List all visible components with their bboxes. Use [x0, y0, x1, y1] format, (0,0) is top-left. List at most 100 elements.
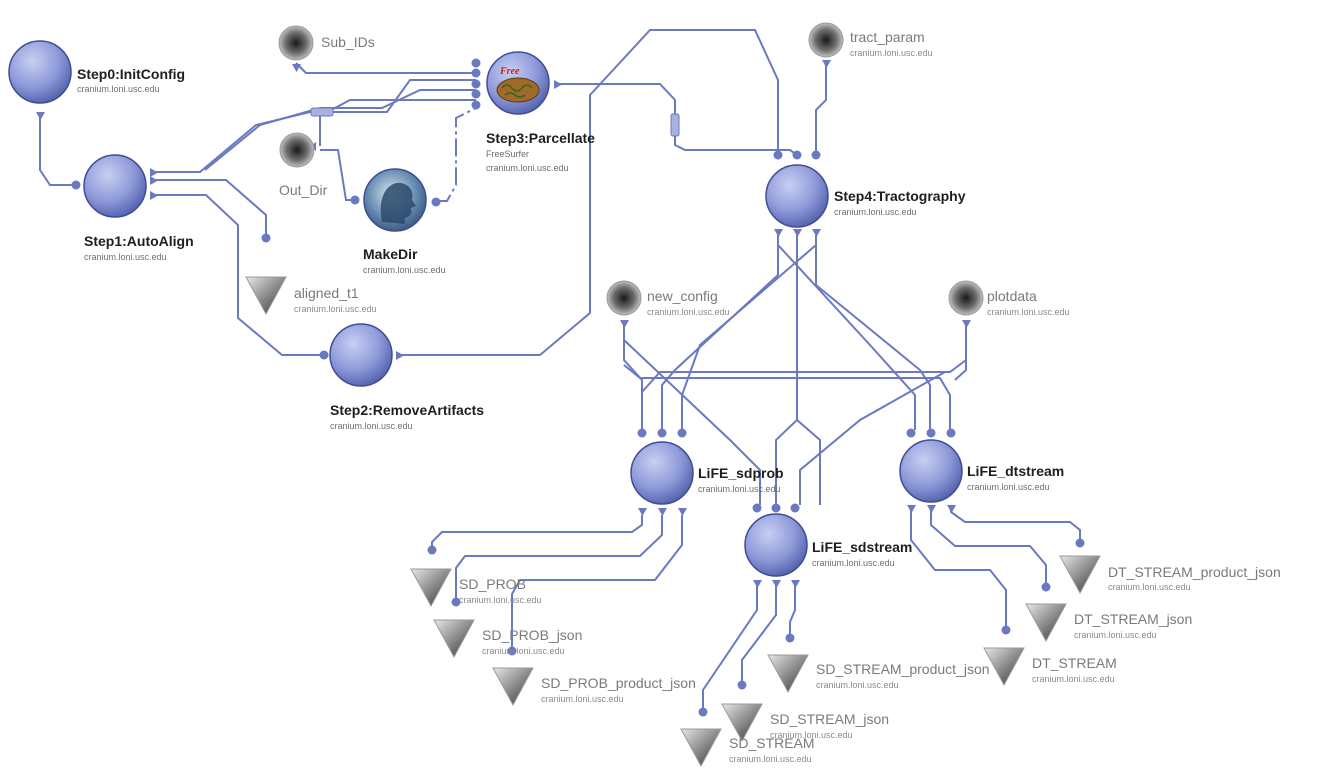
input-parameter-icon[interactable]: [279, 132, 315, 168]
workflow-module-icon[interactable]: [630, 441, 694, 505]
workflow-module-icon[interactable]: [765, 164, 829, 228]
input-port[interactable]: [507, 646, 517, 656]
output-port[interactable]: [620, 320, 629, 328]
wire-step4-cross-b[interactable]: [681, 244, 817, 430]
wire-sdprob-out2[interactable]: [455, 515, 663, 600]
output-port[interactable]: [812, 229, 821, 237]
output-port[interactable]: [793, 229, 802, 237]
module-life-sdstream[interactable]: LiFE_sdstream cranium.loni.usc.edu: [744, 513, 912, 577]
output-port[interactable]: [822, 60, 831, 68]
workflow-module-icon[interactable]: [83, 154, 147, 218]
input-parameter-icon[interactable]: [606, 280, 642, 316]
input-port[interactable]: [773, 150, 783, 160]
output-port[interactable]: [292, 64, 301, 72]
wire-dtstream-out1[interactable]: [910, 505, 1007, 628]
wire-sdstream-out3[interactable]: [789, 580, 796, 636]
output-port[interactable]: [791, 580, 800, 588]
input-port[interactable]: [1041, 582, 1051, 592]
input-parameter-icon[interactable]: [948, 280, 984, 316]
input-tract-param[interactable]: tract_param cranium.loni.usc.edu: [808, 22, 933, 58]
wire-step1-step2[interactable]: [156, 194, 324, 356]
input-port[interactable]: [657, 428, 667, 438]
input-sub-ids[interactable]: Sub_IDs: [278, 25, 375, 61]
wire-plotdata-sdstream[interactable]: [799, 371, 946, 505]
output-port[interactable]: [554, 80, 562, 89]
wire-dtstream-out3[interactable]: [950, 505, 1081, 540]
module-step1[interactable]: Step1:AutoAlign cranium.loni.usc.edu: [83, 154, 194, 262]
output-sd-stream-product-json[interactable]: SD_STREAM_product_json cranium.loni.usc.…: [767, 654, 990, 694]
wire-outdir-makedir[interactable]: [320, 149, 353, 201]
output-dt-stream[interactable]: DT_STREAM cranium.loni.usc.edu: [983, 647, 1117, 687]
input-port[interactable]: [792, 150, 802, 160]
input-port[interactable]: [471, 89, 481, 99]
output-parameter-icon[interactable]: [433, 619, 475, 659]
output-port[interactable]: [150, 191, 158, 200]
wire-subids-step3[interactable]: [295, 62, 476, 74]
input-port[interactable]: [471, 100, 481, 110]
output-port[interactable]: [753, 580, 762, 588]
input-port[interactable]: [1001, 625, 1011, 635]
wire-step0-step1[interactable]: [39, 116, 76, 186]
output-sd-prob-json[interactable]: SD_PROB_json cranium.loni.usc.edu: [433, 619, 582, 659]
input-port[interactable]: [811, 150, 821, 160]
input-port[interactable]: [471, 79, 481, 89]
module-step4[interactable]: Step4:Tractography cranium.loni.usc.edu: [765, 164, 966, 228]
output-parameter-icon[interactable]: [1059, 555, 1101, 595]
wire-tractparam-step4[interactable]: [815, 64, 827, 152]
input-port[interactable]: [637, 428, 647, 438]
input-plotdata[interactable]: plotdata cranium.loni.usc.edu: [948, 280, 1070, 317]
input-parameter-icon[interactable]: [808, 22, 844, 58]
wire-step1-step3-a[interactable]: [156, 79, 476, 173]
input-port[interactable]: [471, 58, 481, 68]
output-port[interactable]: [907, 505, 916, 513]
output-aligned-t1[interactable]: aligned_t1 cranium.loni.usc.edu: [245, 276, 377, 316]
module-step2[interactable]: Step2:RemoveArtifacts cranium.loni.usc.e…: [329, 323, 484, 431]
output-sd-stream-json[interactable]: SD_STREAM_json cranium.loni.usc.edu: [721, 703, 889, 743]
wire-sdprob-out1[interactable]: [431, 515, 643, 548]
wire-newconfig-sdstream[interactable]: [623, 339, 761, 505]
wire-step4-cross-a[interactable]: [777, 244, 916, 430]
wire-step1-aligned[interactable]: [156, 179, 267, 240]
output-parameter-icon[interactable]: [767, 654, 809, 694]
input-port[interactable]: [677, 428, 687, 438]
output-parameter-icon[interactable]: [983, 647, 1025, 687]
input-port[interactable]: [737, 680, 747, 690]
wire-step4-sdstream[interactable]: [775, 235, 798, 505]
module-life-dtstream[interactable]: LiFE_dtstream cranium.loni.usc.edu: [899, 439, 1064, 503]
output-port[interactable]: [772, 580, 781, 588]
wire-step2-step4[interactable]: [398, 29, 779, 356]
output-parameter-icon[interactable]: [721, 703, 763, 743]
input-port[interactable]: [771, 503, 781, 513]
wire-sdprob-out3[interactable]: [511, 515, 683, 648]
input-out-dir[interactable]: Out_Dir: [279, 132, 328, 198]
wire-makedir-step3[interactable]: [436, 107, 477, 202]
wire-step3-step4-a[interactable]: [556, 83, 798, 156]
output-parameter-icon[interactable]: [492, 667, 534, 707]
output-sd-stream[interactable]: SD_STREAM cranium.loni.usc.edu: [680, 728, 815, 768]
output-sd-prob[interactable]: SD_PROB cranium.loni.usc.edu: [410, 568, 542, 608]
input-port[interactable]: [906, 428, 916, 438]
output-port[interactable]: [396, 351, 404, 360]
input-port[interactable]: [946, 428, 956, 438]
module-step0[interactable]: Step0:InitConfig cranium.loni.usc.edu: [8, 40, 185, 104]
workflow-module-icon[interactable]: [8, 40, 72, 104]
workflow-module-icon[interactable]: [899, 439, 963, 503]
wire-outdir-step3[interactable]: [319, 99, 476, 146]
module-makedir[interactable]: MakeDir cranium.loni.usc.edu: [363, 168, 446, 275]
input-port[interactable]: [71, 180, 81, 190]
output-dt-stream-json[interactable]: DT_STREAM_json cranium.loni.usc.edu: [1025, 603, 1192, 643]
input-port[interactable]: [427, 545, 437, 555]
output-port[interactable]: [150, 168, 158, 177]
input-port[interactable]: [698, 707, 708, 717]
output-port[interactable]: [962, 320, 971, 328]
wire-sdstream-out1[interactable]: [702, 580, 758, 710]
input-port[interactable]: [790, 503, 800, 513]
output-port[interactable]: [774, 229, 783, 237]
output-port[interactable]: [150, 176, 158, 185]
output-port[interactable]: [658, 508, 667, 516]
output-port[interactable]: [36, 112, 45, 120]
input-port[interactable]: [926, 428, 936, 438]
wire-dtstream-out2[interactable]: [930, 505, 1047, 585]
output-port[interactable]: [927, 505, 936, 513]
wire-sdstream-out2[interactable]: [741, 580, 777, 683]
